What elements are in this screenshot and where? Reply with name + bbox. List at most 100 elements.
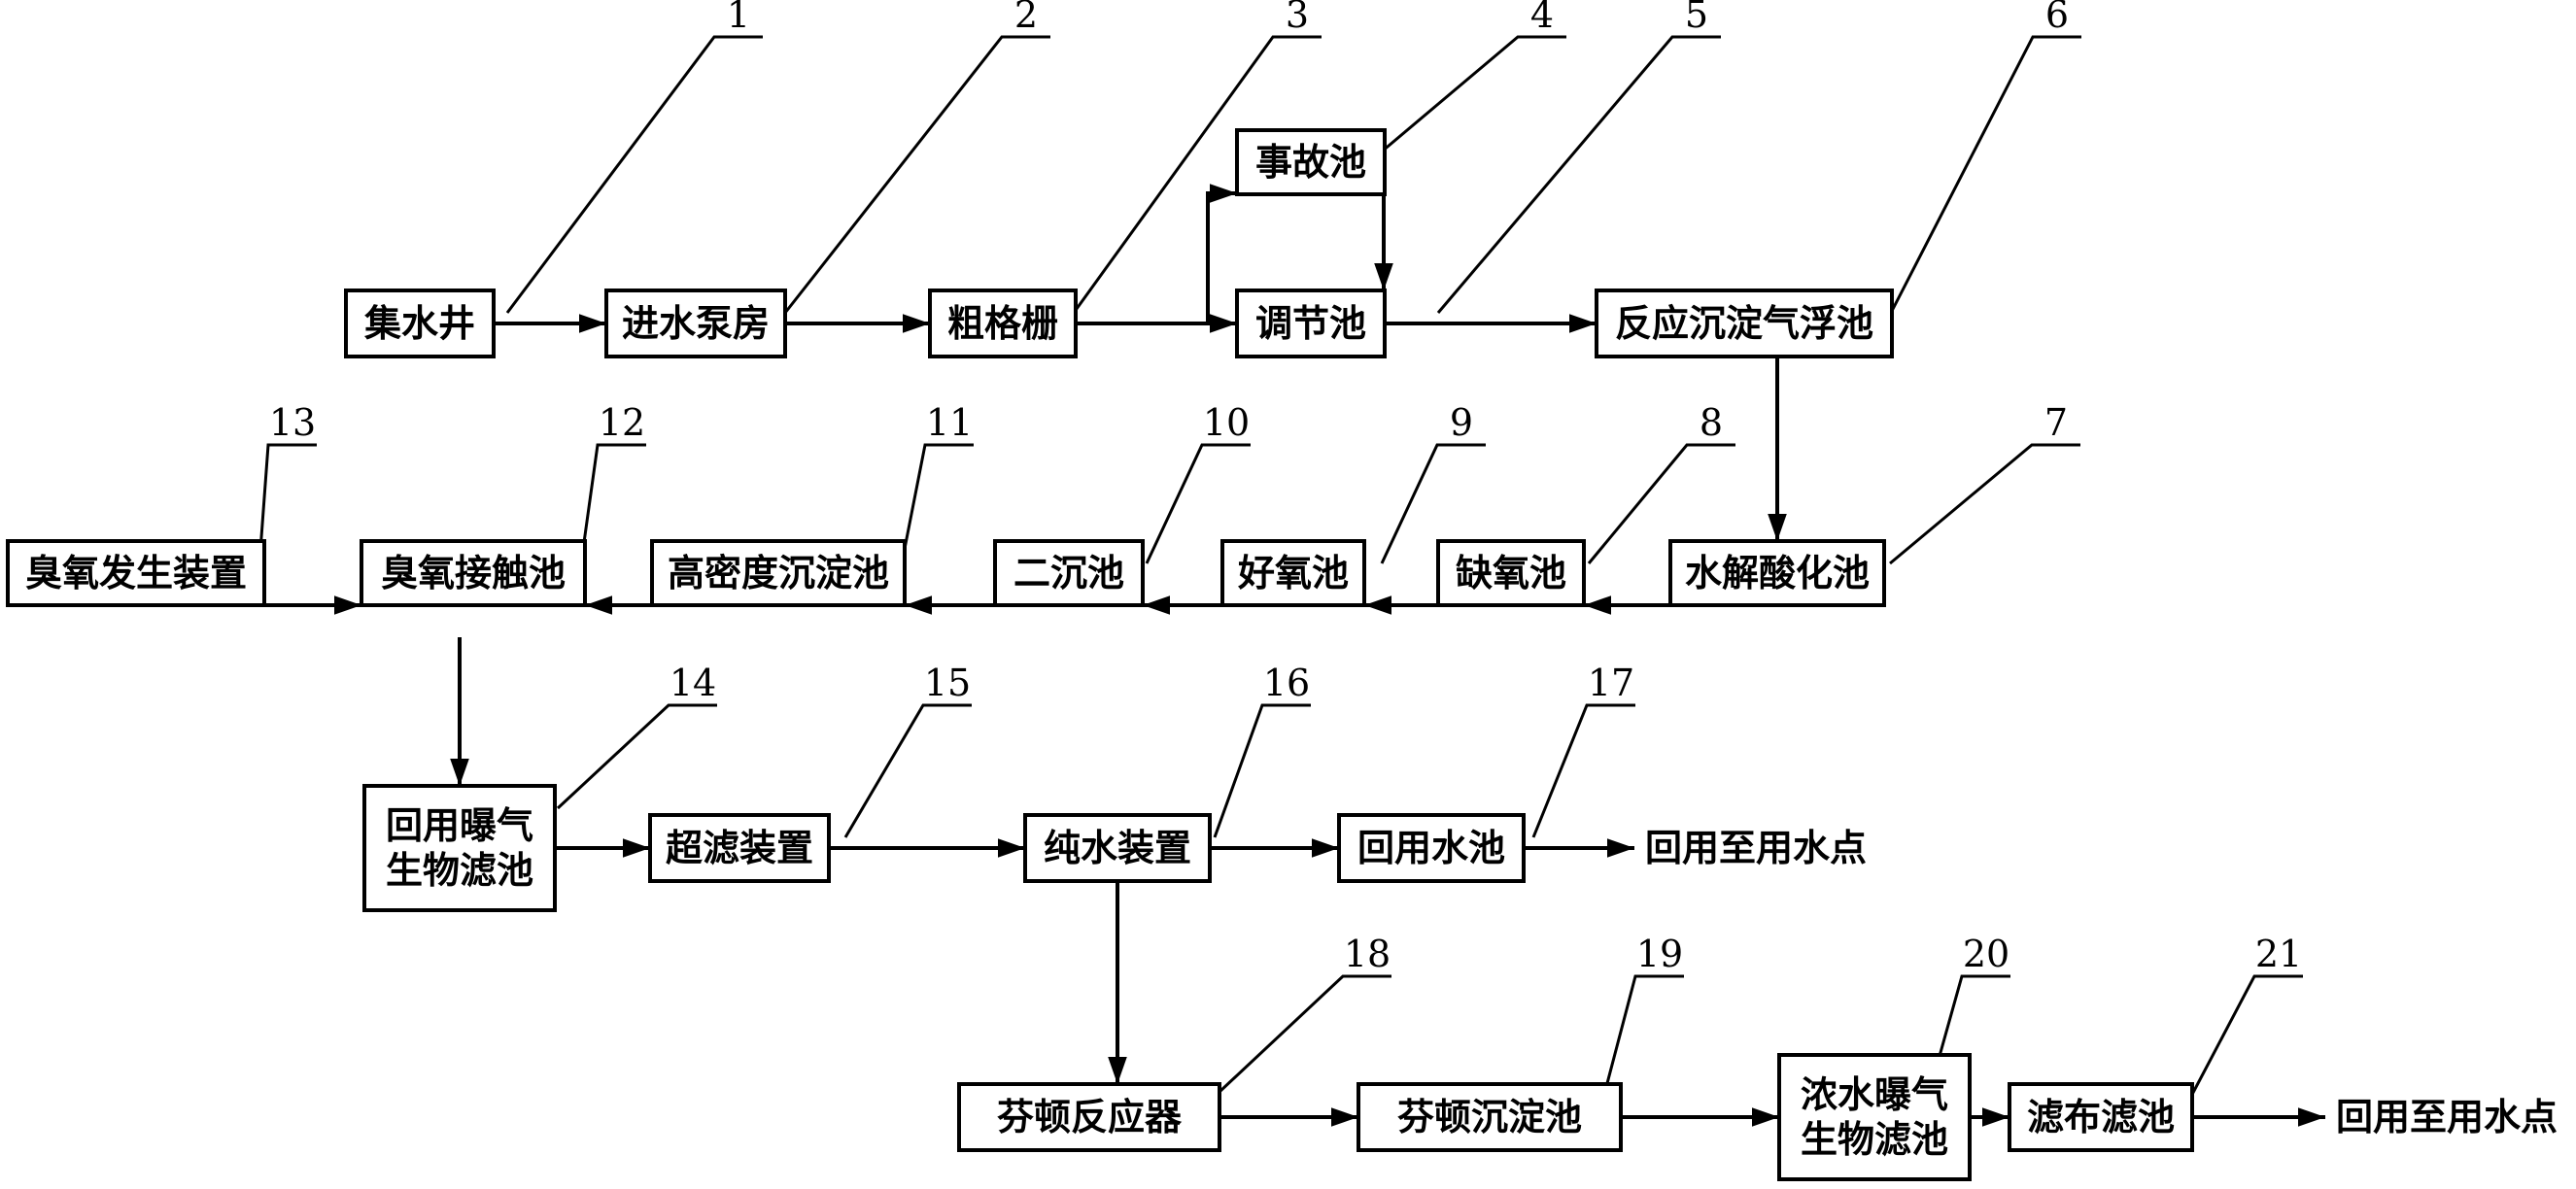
- flow-arrow-n3-n4: [1206, 184, 1237, 323]
- callout-14: 14: [556, 662, 717, 810]
- unit-box: [928, 289, 1078, 358]
- leader-line: [1145, 443, 1251, 564]
- unit-box: [6, 539, 266, 607]
- callout-number: 17: [1588, 662, 1634, 704]
- leader-line: [843, 703, 972, 838]
- unit-n5: 调节池: [1235, 289, 1387, 358]
- callout-number: 11: [926, 401, 973, 444]
- callout-3: 3: [1072, 0, 1322, 314]
- callout-number: 16: [1263, 662, 1310, 704]
- unit-box: [648, 813, 831, 883]
- leader-line: [1203, 974, 1391, 1107]
- unit-label: 纯水装置: [1044, 827, 1191, 869]
- callout-12: 12: [579, 401, 646, 564]
- unit-label: 臭氧发生装置: [25, 552, 247, 594]
- callout-13: 13: [258, 401, 317, 564]
- unit-label: 芬顿沉淀池: [1397, 1096, 1582, 1138]
- output-label: 回用至用水点: [1645, 827, 1867, 869]
- unit-label: 好氧池: [1237, 552, 1349, 594]
- unit-label: 事故池: [1255, 141, 1366, 184]
- callout-19: 19: [1599, 933, 1684, 1106]
- leader-line: [579, 443, 646, 564]
- callout-17: 17: [1531, 662, 1635, 838]
- unit-box: [650, 539, 907, 607]
- unit-label: 调节池: [1255, 302, 1366, 345]
- output-label: 回用至用水点: [2336, 1096, 2558, 1138]
- unit-label: 高密度沉淀池: [668, 552, 889, 594]
- callout-number: 12: [599, 401, 645, 444]
- unit-box: [2008, 1082, 2194, 1152]
- callout-6: 6: [1889, 0, 2081, 314]
- leader-line: [1436, 35, 1721, 314]
- unit-n21: 滤布滤池: [2008, 1082, 2194, 1152]
- unit-label: 二沉池: [1013, 552, 1124, 594]
- callout-4: 4: [1381, 0, 1566, 153]
- unit-n16: 纯水装置: [1023, 813, 1212, 883]
- leader-line: [1531, 703, 1635, 838]
- callout-21: 21: [2184, 933, 2303, 1106]
- unit-box: [1235, 128, 1387, 196]
- unit-label: 粗格栅: [947, 302, 1058, 345]
- unit-box: [1668, 539, 1886, 607]
- callout-number: 19: [1636, 933, 1683, 975]
- callout-2: 2: [783, 0, 1050, 314]
- callout-18: 18: [1203, 933, 1391, 1107]
- unit-n17: 回用水池: [1337, 813, 1526, 883]
- unit-n11: 高密度沉淀池: [650, 539, 907, 607]
- unit-box: [993, 539, 1145, 607]
- leader-line: [2184, 974, 2303, 1106]
- unit-box: [1235, 289, 1387, 358]
- unit-n19: 芬顿沉淀池: [1357, 1082, 1623, 1152]
- callout-number: 2: [1014, 0, 1038, 36]
- unit-box: [604, 289, 787, 358]
- callout-number: 20: [1963, 933, 2009, 975]
- unit-n7: 水解酸化池: [1668, 539, 1886, 607]
- unit-box: [1023, 813, 1212, 883]
- callout-number: 13: [269, 401, 316, 444]
- callout-number: 9: [1450, 401, 1473, 444]
- leader-line: [783, 35, 1050, 314]
- unit-label: 水解酸化池: [1685, 552, 1870, 594]
- unit-box: [1595, 289, 1894, 358]
- unit-box: [344, 289, 496, 358]
- unit-label: 回用水池: [1357, 827, 1505, 869]
- unit-n4: 事故池: [1235, 128, 1387, 196]
- callout-10: 10: [1145, 401, 1251, 564]
- leader-line: [505, 35, 763, 314]
- callout-1: 1: [505, 0, 763, 314]
- unit-n2: 进水泵房: [604, 289, 787, 358]
- unit-n9: 好氧池: [1220, 539, 1366, 607]
- unit-label: 生物滤池: [1801, 1118, 1948, 1161]
- callout-number: 14: [670, 662, 716, 704]
- callout-number: 15: [924, 662, 971, 704]
- unit-n8: 缺氧池: [1436, 539, 1586, 607]
- callout-number: 18: [1344, 933, 1391, 975]
- callout-5: 5: [1436, 0, 1721, 314]
- leader-line: [258, 443, 317, 564]
- unit-n3: 粗格栅: [928, 289, 1078, 358]
- unit-label: 生物滤池: [386, 849, 533, 892]
- unit-box: [1436, 539, 1586, 607]
- unit-box: [360, 539, 587, 607]
- callout-number: 1: [727, 0, 750, 36]
- leader-line: [1889, 443, 2080, 565]
- callout-8: 8: [1587, 401, 1735, 564]
- unit-label: 反应沉淀气浮池: [1615, 302, 1873, 345]
- callout-number: 8: [1700, 401, 1723, 444]
- unit-label: 进水泵房: [622, 302, 770, 345]
- callout-number: 4: [1530, 0, 1554, 36]
- unit-n12: 臭氧接触池: [360, 539, 587, 607]
- leader-line: [1933, 974, 2010, 1074]
- process-units: 集水井进水泵房粗格栅事故池调节池反应沉淀气浮池水解酸化池缺氧池好氧池二沉池高密度…: [6, 128, 2194, 1181]
- callout-11: 11: [900, 401, 974, 564]
- unit-label: 浓水曝气: [1801, 1073, 1948, 1116]
- unit-n6: 反应沉淀气浮池: [1595, 289, 1894, 358]
- unit-label: 臭氧接触池: [381, 552, 566, 594]
- leader-line: [1889, 35, 2081, 314]
- unit-label: 芬顿反应器: [997, 1096, 1183, 1138]
- unit-label: 回用曝气: [386, 804, 533, 847]
- callout-16: 16: [1213, 662, 1311, 838]
